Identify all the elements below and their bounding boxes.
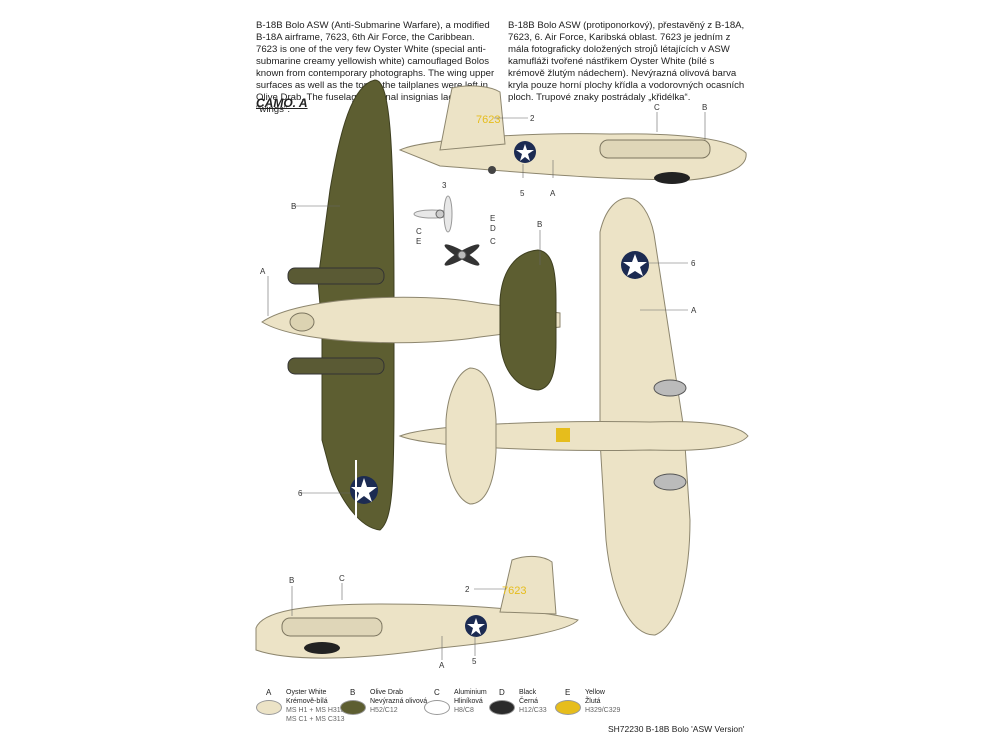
legend-names: Black Černá	[519, 689, 539, 705]
serial-lower-side: 7623	[502, 585, 526, 597]
callout-e-propeller-1: E	[416, 237, 421, 246]
legend-letter: C	[434, 688, 440, 697]
callout-c-lower-side: C	[339, 574, 345, 583]
description-czech: B-18B Bolo ASW (protiponorkový), přestav…	[508, 20, 745, 103]
callout-a-underside: A	[691, 306, 697, 315]
serial-upper-side: 7623	[476, 114, 500, 126]
legend-codes: MS H1 + MS H313 MS C1 + MS C313	[286, 707, 345, 723]
callout-b-lower-side: B	[289, 576, 294, 585]
legend-letter: D	[499, 688, 505, 697]
callout-b-upper-side: B	[702, 103, 707, 112]
callout-2-upper-side: 2	[530, 114, 535, 123]
legend-names: Oyster White Krémově-bílá	[286, 689, 328, 705]
legend-letter: E	[565, 688, 571, 697]
legend-swatch-oyster-white	[256, 700, 282, 715]
top-view-fuselage	[261, 296, 561, 344]
legend-names: Aluminium Hliníková	[454, 689, 487, 705]
legend-codes: H52/C12	[370, 707, 398, 714]
callout-6-top-view: 6	[298, 489, 303, 498]
callout-e-propeller-2: E	[490, 214, 495, 223]
legend-letter: B	[350, 688, 356, 697]
legend-codes: H12/C33	[519, 707, 547, 714]
callout-a-top-view: A	[260, 267, 266, 276]
callout-a-upper-side: A	[550, 189, 556, 198]
callout-6-underside: 6	[691, 259, 696, 268]
legend-codes: H8/C8	[454, 707, 474, 714]
callout-5-lower-side: 5	[472, 657, 477, 666]
underside-view	[398, 197, 749, 636]
callouts	[267, 112, 706, 660]
legend-swatch-yellow	[555, 700, 581, 715]
callout-c-propeller-2: C	[490, 237, 496, 246]
legend-names: Olive Drab Nevýrazná olivová	[370, 689, 428, 705]
callout-a-lower-side: A	[439, 661, 445, 670]
callout-labels: B A 6 B 2 C B 5 A 3 C E E D C 6 A B C 2 …	[260, 103, 707, 670]
legend-names: Yellow Žlutá	[585, 689, 605, 705]
footer-caption: SH72230 B-18B Bolo 'ASW Version'	[608, 724, 745, 734]
callout-d-propeller: D	[490, 224, 496, 233]
callout-c-propeller-1: C	[416, 227, 422, 236]
propeller-details	[413, 195, 480, 266]
callout-3-propeller: 3	[442, 181, 447, 190]
legend-swatch-black	[489, 700, 515, 715]
legend-swatch-aluminium	[424, 700, 450, 715]
legend-codes: H329/C329	[585, 707, 621, 714]
side-view-lower: 7623	[255, 555, 579, 659]
callout-2-lower-side: 2	[465, 585, 470, 594]
callout-5-upper-side: 5	[520, 189, 525, 198]
legend-letter: A	[266, 688, 272, 697]
camo-label: CAMO. A	[256, 96, 308, 110]
callout-b-top-view: B	[291, 202, 296, 211]
side-view-upper: 7623	[398, 85, 747, 184]
top-view-tailplane	[499, 249, 557, 391]
legend-swatch-olive-drab	[340, 700, 366, 715]
callout-c-upper-side: C	[654, 103, 660, 112]
callout-b-tailplane: B	[537, 220, 542, 229]
top-view	[261, 79, 561, 531]
